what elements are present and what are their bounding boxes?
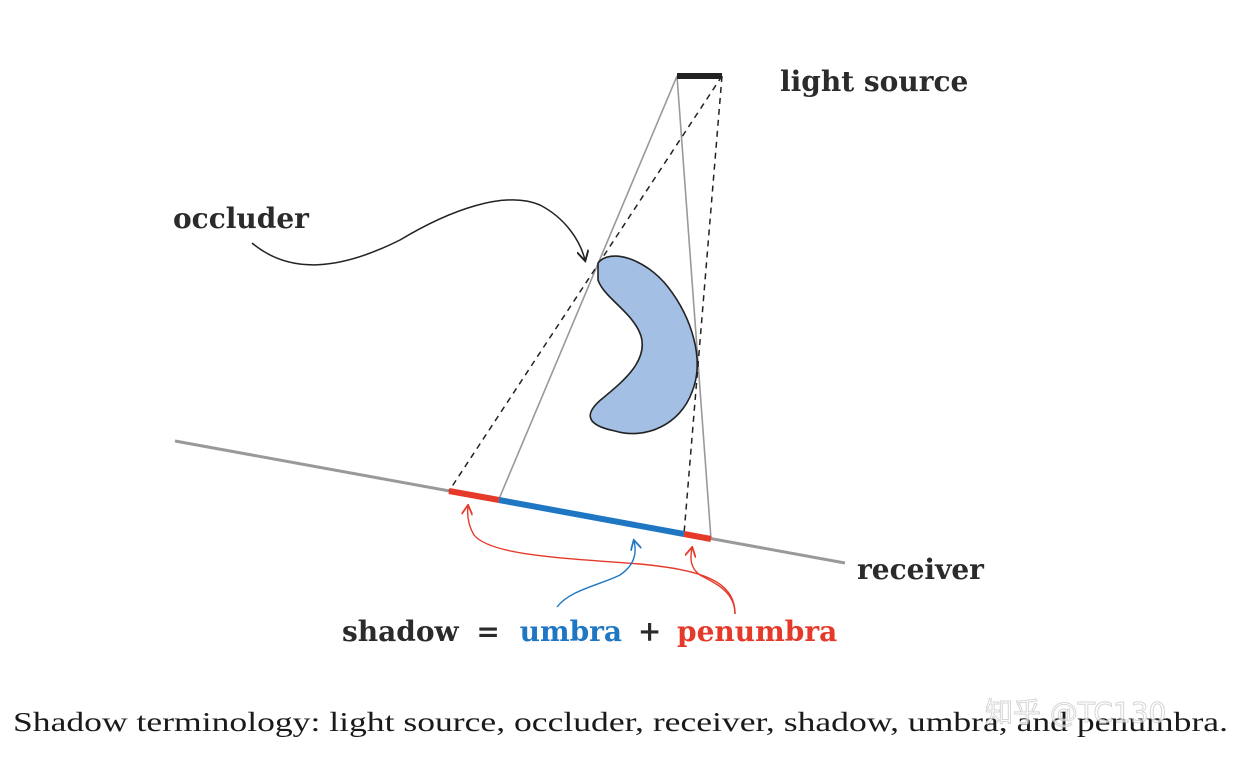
figure-caption: Shadow terminology: light source, occlud… bbox=[13, 707, 1228, 737]
penumbra-segment-right bbox=[683, 531, 712, 542]
umbra-ray-left bbox=[498, 75, 678, 500]
penumbra-segment-left bbox=[448, 488, 500, 503]
occluder-shape bbox=[589, 255, 698, 435]
umbra-arrow bbox=[556, 541, 635, 608]
receiver-label: receiver bbox=[857, 553, 985, 586]
watermark: 知乎 @TC130 bbox=[985, 696, 1166, 729]
light-source-label: light source bbox=[780, 65, 968, 98]
shadow-equation: shadow = umbra + penumbra bbox=[342, 615, 837, 648]
equation-umbra: umbra bbox=[520, 615, 622, 648]
equation-penumbra: penumbra bbox=[677, 615, 837, 648]
penumbra-ray-left bbox=[448, 75, 723, 492]
equation-equals: = bbox=[476, 615, 499, 648]
equation-shadow: shadow bbox=[342, 615, 460, 648]
penumbra-arrow-left bbox=[468, 506, 736, 615]
penumbra-ray-right bbox=[683, 75, 723, 535]
equation-plus: + bbox=[638, 615, 661, 648]
occluder-arrow bbox=[251, 199, 585, 266]
occluder-label: occluder bbox=[173, 202, 310, 235]
umbra-ray-right bbox=[676, 75, 712, 540]
penumbra-arrow-right bbox=[691, 548, 736, 615]
umbra-segment bbox=[498, 497, 685, 537]
